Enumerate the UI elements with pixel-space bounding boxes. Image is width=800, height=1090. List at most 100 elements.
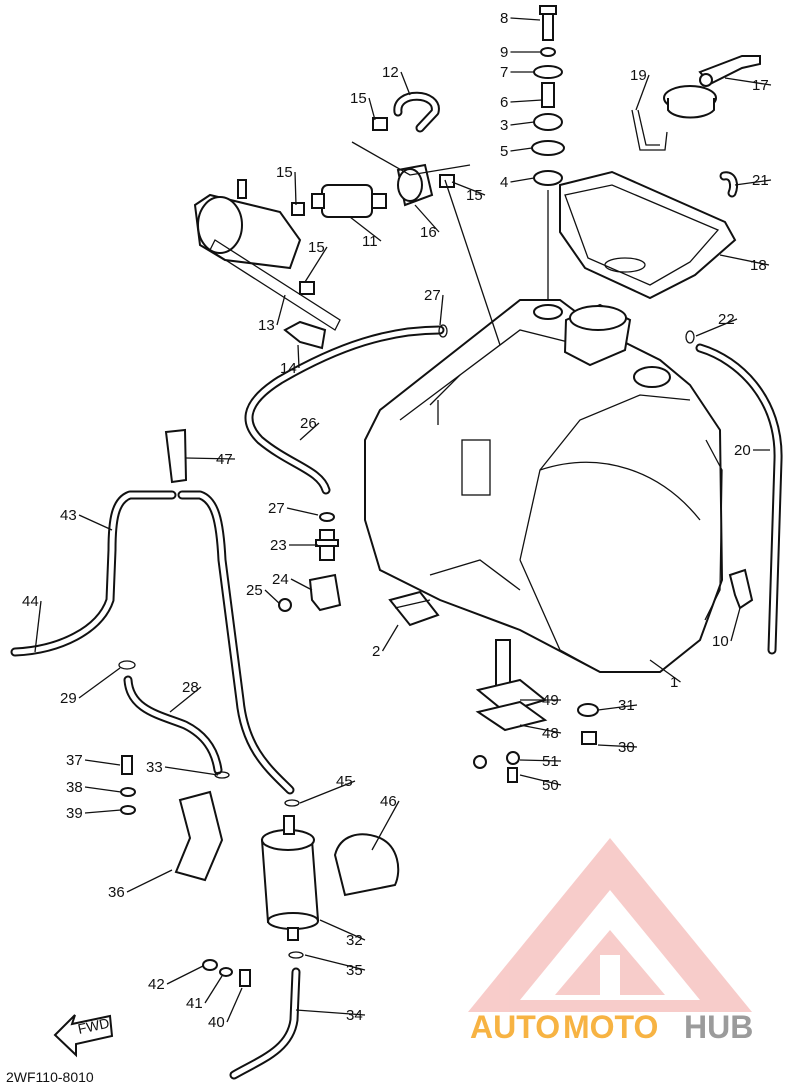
damper-2 — [388, 590, 440, 627]
callout-17: 17 — [752, 77, 769, 94]
callout-15: 15 — [276, 164, 293, 181]
callout-18: 18 — [750, 257, 767, 274]
callout-46: 46 — [380, 793, 397, 810]
callout-labels: 1234567891011121314161718192021222324252… — [22, 10, 772, 1031]
leader-line — [297, 344, 300, 369]
leader-line — [510, 99, 543, 103]
leader-line — [78, 514, 113, 531]
callout-47: 47 — [216, 451, 233, 468]
callout-13: 13 — [258, 317, 275, 334]
valve-23 — [278, 512, 342, 612]
callout-34: 34 — [346, 1007, 363, 1024]
callout-51: 51 — [542, 753, 559, 770]
leader-line — [519, 724, 562, 734]
callout-38: 38 — [66, 779, 83, 796]
leader-line — [169, 686, 202, 713]
callout-33: 33 — [146, 759, 163, 776]
tank-tray — [559, 170, 737, 300]
callout-42: 42 — [148, 976, 165, 993]
leader-line — [519, 759, 562, 762]
fuel-cap — [663, 55, 761, 119]
leader-line — [84, 786, 122, 793]
leader-line — [719, 254, 770, 266]
leader-line — [439, 294, 444, 326]
hose-43 — [10, 490, 295, 795]
callout-8: 8 — [500, 10, 508, 27]
callout-50: 50 — [542, 777, 559, 794]
leader-line — [84, 759, 121, 766]
leader-line — [319, 919, 366, 941]
callout-27: 27 — [424, 287, 441, 304]
fuel-filter-32 — [260, 815, 320, 941]
callout-14: 14 — [280, 360, 297, 377]
leader-line — [349, 216, 382, 242]
leader-line — [295, 1009, 366, 1016]
callout-44: 44 — [22, 593, 39, 610]
callout-27: 27 — [268, 500, 285, 517]
callout-30: 30 — [618, 739, 635, 756]
leader-line — [724, 77, 772, 86]
callout-26: 26 — [300, 415, 317, 432]
callout-20: 20 — [734, 442, 751, 459]
callout-24: 24 — [272, 571, 289, 588]
leader-line — [368, 97, 376, 121]
fasteners — [118, 324, 695, 987]
leader-line — [510, 147, 533, 152]
callout-15: 15 — [308, 239, 325, 256]
callout-15: 15 — [466, 187, 483, 204]
leader-line — [597, 744, 638, 748]
leader-line — [635, 74, 650, 111]
callout-10: 10 — [712, 633, 729, 650]
callout-31: 31 — [618, 697, 635, 714]
fuel-cock — [473, 639, 599, 783]
callout-22: 22 — [718, 311, 735, 328]
leader-line — [185, 457, 236, 460]
callout-19: 19 — [630, 67, 647, 84]
leader-line — [290, 578, 313, 591]
mount-stack — [531, 5, 565, 300]
callout-39: 39 — [66, 805, 83, 822]
callout-4: 4 — [500, 174, 508, 191]
leader-line — [597, 704, 638, 711]
callout-40: 40 — [208, 1014, 225, 1031]
callout-41: 41 — [186, 995, 203, 1012]
callout-1: 1 — [670, 674, 678, 691]
leader-line — [371, 800, 400, 851]
fuel-pump-assembly — [193, 91, 501, 350]
callout-3: 3 — [500, 117, 508, 134]
leader-line — [226, 987, 243, 1023]
hose-20 — [695, 343, 783, 655]
leader-line — [381, 624, 399, 652]
watermark-auto: AUTO — [470, 1009, 560, 1045]
callout-5: 5 — [500, 143, 508, 160]
leader-line — [304, 954, 366, 971]
leader-line — [84, 809, 122, 814]
callout-12: 12 — [382, 64, 399, 81]
bracket-36 — [174, 790, 224, 882]
hose-34 — [229, 967, 301, 1080]
callout-36: 36 — [108, 884, 125, 901]
cover-46 — [333, 833, 400, 897]
leader-line — [730, 607, 741, 642]
callout-2: 2 — [372, 643, 380, 660]
fuel-tank — [364, 299, 724, 673]
leader-line — [286, 507, 319, 516]
leader-line — [264, 589, 281, 605]
callout-25: 25 — [246, 582, 263, 599]
callout-7: 7 — [500, 64, 508, 81]
callout-28: 28 — [182, 679, 199, 696]
callout-6: 6 — [500, 94, 508, 111]
drain-tube — [631, 109, 668, 151]
leader-line — [510, 177, 535, 183]
leader-line — [204, 975, 223, 1004]
callout-11: 11 — [362, 233, 378, 250]
leader-line — [78, 667, 121, 699]
clip-10 — [728, 568, 754, 610]
hose-21 — [719, 171, 738, 198]
leader-line — [166, 965, 204, 985]
callout-37: 37 — [66, 752, 83, 769]
callout-43: 43 — [60, 507, 77, 524]
leader-line — [304, 246, 328, 283]
leader-line — [734, 179, 772, 186]
